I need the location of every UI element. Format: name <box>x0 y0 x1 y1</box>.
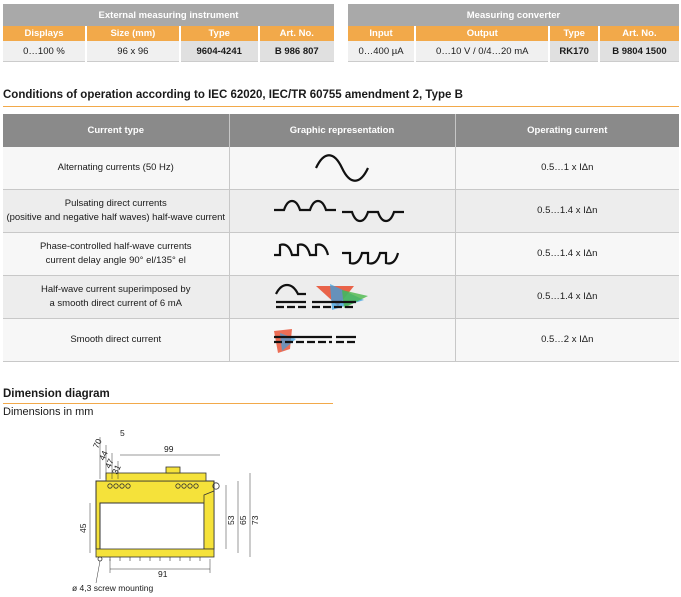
conditions-title: Conditions of operation according to IEC… <box>3 89 463 101</box>
col-header: Output <box>415 26 551 41</box>
operating-current-cell: 0.5…1.4 x IΔn <box>455 232 679 276</box>
col-header: Input <box>348 26 417 41</box>
divider <box>3 106 679 107</box>
current-type-cell: Alternating currents (50 Hz) <box>3 147 230 190</box>
divider <box>3 403 333 404</box>
phase-controlled-wave-icon <box>229 232 456 276</box>
current-type-cell: Smooth direct current <box>3 318 230 362</box>
dim-47: 47 <box>103 457 116 470</box>
col-header: Displays <box>3 26 87 41</box>
dim-31: 31 <box>110 463 123 476</box>
table-cell: B 986 807 <box>258 41 334 62</box>
half-wave-dc-icon <box>229 275 456 319</box>
table-cell: 0…10 V / 0/4…20 mA <box>415 41 551 62</box>
col-header: Type <box>549 26 600 41</box>
current-type-cell: Pulsating direct currents(positive and n… <box>3 189 230 233</box>
col-header: Graphic representation <box>229 114 456 147</box>
operating-current-cell: 0.5…2 x IΔn <box>455 318 679 362</box>
operating-current-cell: 0.5…1 x IΔn <box>455 147 679 190</box>
table-row: Pulsating direct currents(positive and n… <box>3 189 679 233</box>
operating-current-cell: 0.5…1.4 x IΔn <box>455 275 679 319</box>
table-row: Alternating currents (50 Hz) 0.5…1 x IΔn <box>3 147 679 190</box>
dim-44: 44 <box>97 449 110 462</box>
dim-45: 45 <box>78 523 88 533</box>
col-header: Art. No. <box>598 26 679 41</box>
table-row: 0…100 % 96 x 96 9604-4241 B 986 807 <box>3 41 334 62</box>
measuring-converter-table: Measuring converter Input Output Type Ar… <box>348 4 679 62</box>
table-row: 0…400 µA 0…10 V / 0/4…20 mA RK170 B 9804… <box>348 41 679 62</box>
table-cell: 9604-4241 <box>179 41 260 62</box>
dim-99: 99 <box>164 444 174 454</box>
col-header: Art. No. <box>258 26 334 41</box>
dim-70: 70 <box>91 437 104 450</box>
screw-mounting-label: ø 4,3 screw mounting <box>72 583 154 593</box>
table-cell: 0…400 µA <box>348 41 417 62</box>
dim-65: 65 <box>238 515 248 525</box>
dim-5: 5 <box>120 428 125 438</box>
dimension-drawing: 70 5 44 47 31 99 45 53 65 73 91 ø 4,3 sc… <box>72 428 260 593</box>
table-row: Smooth direct current 0.5…2 x IΔn <box>3 318 679 362</box>
dim-91: 91 <box>158 569 168 579</box>
conditions-table: Current type Graphic representation Oper… <box>3 114 679 362</box>
col-header: Type <box>179 26 260 41</box>
operating-current-cell: 0.5…1.4 x IΔn <box>455 189 679 233</box>
table-title: External measuring instrument <box>3 4 334 26</box>
dimension-subtitle: Dimensions in mm <box>3 406 94 418</box>
table-cell: RK170 <box>549 41 600 62</box>
dim-73: 73 <box>250 515 260 525</box>
table-cell: B 9804 1500 <box>598 41 679 62</box>
dc-lines-icon <box>229 318 456 362</box>
dim-53: 53 <box>226 515 236 525</box>
external-instrument-table: External measuring instrument Displays S… <box>3 4 334 62</box>
col-header: Operating current <box>455 114 679 147</box>
col-header: Current type <box>3 114 230 147</box>
sine-wave-icon <box>229 147 456 190</box>
half-wave-icon <box>229 189 456 233</box>
table-title: Measuring converter <box>348 4 679 26</box>
col-header: Size (mm) <box>85 26 181 41</box>
dimension-title: Dimension diagram <box>3 388 110 400</box>
table-cell: 96 x 96 <box>85 41 181 62</box>
table-cell: 0…100 % <box>3 41 87 62</box>
